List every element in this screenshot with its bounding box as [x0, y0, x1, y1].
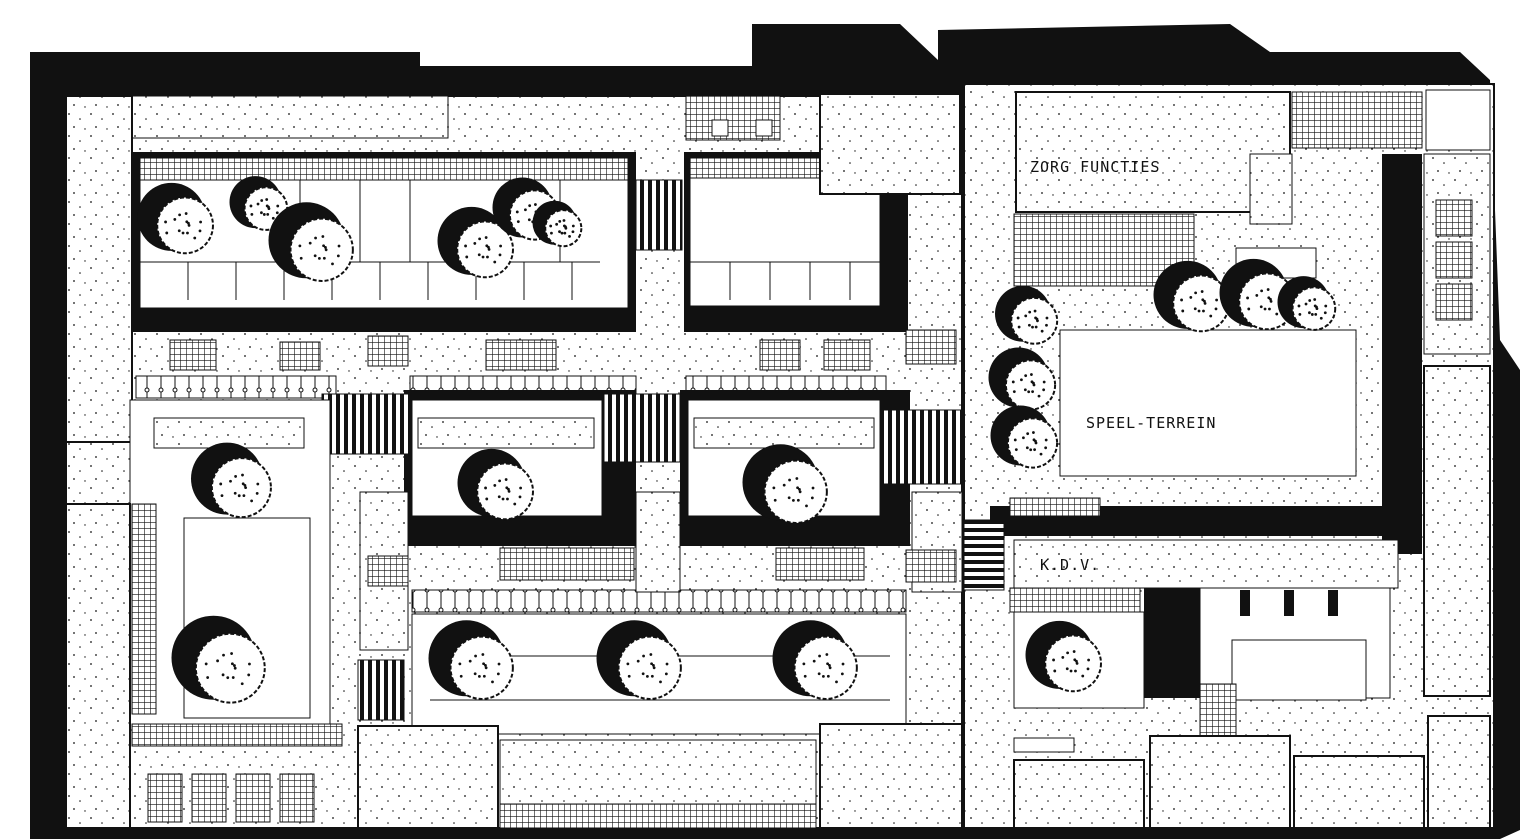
tree-icon — [532, 200, 583, 248]
tree-icon — [990, 405, 1059, 469]
tree-icon — [596, 620, 682, 700]
tree-icon — [1219, 258, 1296, 331]
tree-icon — [1025, 620, 1102, 693]
tree-icon — [742, 444, 828, 524]
tree-icon — [988, 347, 1057, 411]
tree-icon — [457, 448, 534, 521]
label-zorg-functies: ZORG FUNCTIES — [1030, 158, 1160, 176]
tree-icon — [1153, 260, 1230, 333]
trees — [137, 176, 1337, 704]
tree-icon — [268, 202, 354, 282]
tree-icon — [137, 182, 214, 255]
label-speel-terrein: SPEEL-TERREIN — [1086, 414, 1216, 432]
tree-icon — [428, 620, 514, 700]
tree-icon — [437, 206, 514, 279]
right-block — [963, 83, 1495, 829]
tree-icon — [772, 620, 858, 700]
tree-icon — [171, 615, 266, 704]
tree-icon — [191, 442, 272, 519]
label-kdv: K.D.V. — [1040, 556, 1100, 574]
tree-icon — [1277, 276, 1337, 331]
tree-icon — [995, 285, 1059, 345]
